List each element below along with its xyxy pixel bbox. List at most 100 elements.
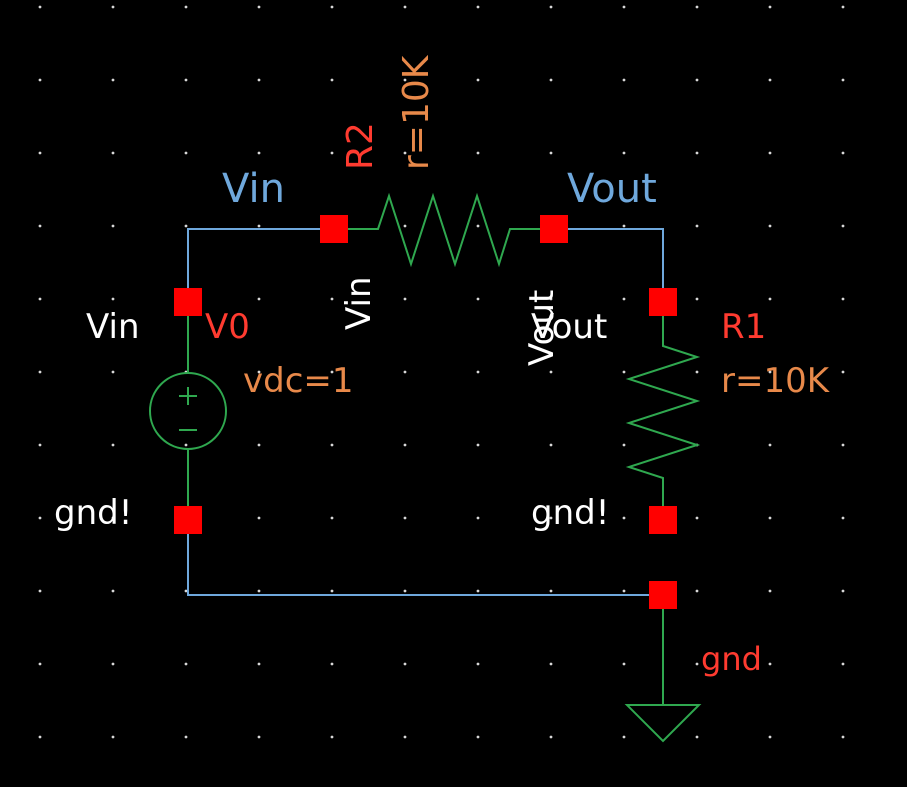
net-label-vout[interactable]: Vout: [567, 166, 657, 212]
r1-param-label[interactable]: r=10K: [721, 361, 831, 401]
wire-vout-net[interactable]: [554, 228, 664, 300]
grid-dot: [622, 370, 626, 374]
grid-dot: [184, 443, 188, 447]
r1-pin-top[interactable]: [649, 288, 677, 316]
grid-dot: [38, 735, 42, 739]
r1-pin-bottom[interactable]: [649, 506, 677, 534]
grid-dot: [695, 662, 699, 666]
v0-pin-top[interactable]: [174, 288, 202, 316]
v0-pin-bottom[interactable]: [174, 506, 202, 534]
grid-dot: [549, 5, 553, 9]
r2-pin-label-vin: Vin: [339, 276, 379, 330]
r2-param-label[interactable]: r=10K: [396, 54, 437, 170]
grid-dot: [38, 5, 42, 9]
grid-dot: [622, 735, 626, 739]
grid-dot: [38, 224, 42, 228]
grid-dot: [841, 443, 845, 447]
r2-pin-right[interactable]: [540, 215, 568, 243]
grid-dot: [768, 662, 772, 666]
r1-resistor-icon[interactable]: [625, 314, 701, 506]
grid-dot: [257, 297, 261, 301]
grid-dot: [476, 589, 480, 593]
grid-dot: [184, 5, 188, 9]
net-label-vin[interactable]: Vin: [222, 166, 285, 212]
grid-dot: [695, 735, 699, 739]
grid-dot: [622, 224, 626, 228]
grid-dot: [330, 516, 334, 520]
grid-dot: [38, 516, 42, 520]
wire-gnd-net[interactable]: [187, 520, 663, 596]
grid-dot: [111, 151, 115, 155]
grid-dot: [695, 5, 699, 9]
grid-dot: [403, 151, 407, 155]
grid-dot: [111, 735, 115, 739]
gnd-pin[interactable]: [649, 581, 677, 609]
grid-dot: [184, 589, 188, 593]
grid-dot: [476, 516, 480, 520]
grid-dot: [111, 589, 115, 593]
grid-dot: [184, 151, 188, 155]
wire-vin-net[interactable]: [187, 228, 334, 300]
wires: [187, 228, 664, 596]
grid-dot: [403, 662, 407, 666]
grid-dot: [403, 516, 407, 520]
grid-dot: [257, 224, 261, 228]
r1-instance-label[interactable]: R1: [721, 307, 766, 347]
grid-dot: [841, 78, 845, 82]
grid-dot: [768, 589, 772, 593]
grid-dot: [622, 662, 626, 666]
grid-dot: [257, 78, 261, 82]
grid-dot: [476, 735, 480, 739]
grid-dot: [768, 370, 772, 374]
grid-dot: [549, 735, 553, 739]
grid-dot: [768, 151, 772, 155]
grid-dot: [841, 370, 845, 374]
grid-dot: [257, 516, 261, 520]
grid-dot: [549, 151, 553, 155]
grid-dot: [257, 151, 261, 155]
grid-dot: [622, 297, 626, 301]
grid-dot: [695, 78, 699, 82]
ground-icon[interactable]: [624, 609, 702, 743]
grid-dot: [549, 78, 553, 82]
v0-voltage-source-icon[interactable]: [149, 314, 227, 506]
grid-dot: [841, 151, 845, 155]
grid-dot: [768, 443, 772, 447]
grid-dot: [403, 443, 407, 447]
grid-dot: [841, 5, 845, 9]
grid-dot: [111, 516, 115, 520]
gnd-instance-label[interactable]: gnd: [701, 640, 762, 678]
grid-dot: [38, 297, 42, 301]
grid-dot: [768, 78, 772, 82]
grid-dot: [476, 443, 480, 447]
grid-dot: [403, 297, 407, 301]
grid-dot: [257, 662, 261, 666]
grid-dot: [403, 589, 407, 593]
grid-dot: [476, 151, 480, 155]
r2-resistor-icon[interactable]: [348, 192, 540, 268]
v0-instance-label[interactable]: V0: [205, 307, 250, 347]
grid-dot: [111, 5, 115, 9]
grid-dot: [622, 589, 626, 593]
grid-dot: [330, 5, 334, 9]
grid-dot: [38, 151, 42, 155]
r2-instance-label[interactable]: R2: [340, 122, 381, 170]
r2-pin-left[interactable]: [320, 215, 348, 243]
grid-dot: [476, 370, 480, 374]
grid-dot: [549, 443, 553, 447]
grid-dot: [549, 297, 553, 301]
grid-dot: [257, 370, 261, 374]
grid-dot: [330, 735, 334, 739]
r1-pin-label-top: Vout: [531, 307, 607, 347]
v0-pin-label-top: Vin: [86, 307, 140, 347]
grid-dot: [111, 224, 115, 228]
grid-dot: [403, 78, 407, 82]
grid-dot: [841, 662, 845, 666]
grid-dot: [111, 370, 115, 374]
grid-dot: [768, 297, 772, 301]
grid-dot: [476, 78, 480, 82]
v0-param-label[interactable]: vdc=1: [243, 361, 354, 401]
grid-dot: [622, 443, 626, 447]
grid-dot: [695, 224, 699, 228]
